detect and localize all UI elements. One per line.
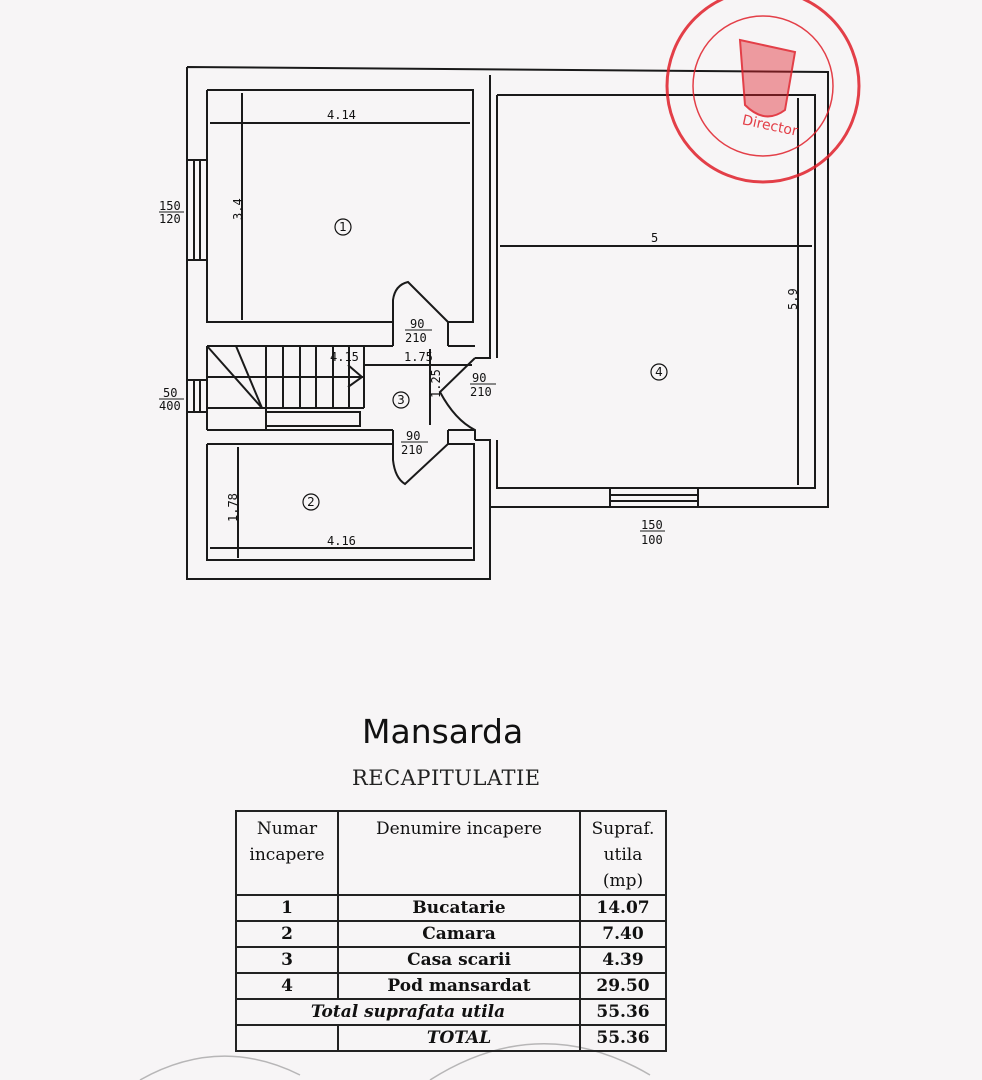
svg-text:100: 100 [641, 533, 663, 547]
cell: 4 [235, 972, 339, 1000]
room-number-2: 2 [302, 493, 320, 511]
svg-text:4: 4 [655, 365, 663, 379]
dim-room4-width: 5 [651, 231, 658, 245]
room-number-3: 3 [392, 391, 410, 409]
table-title: RECAPITULATIE [352, 766, 541, 790]
room-number-4: 4 [650, 363, 668, 381]
cell: Bucatarie [337, 894, 581, 922]
page-heading: Mansarda [362, 712, 524, 751]
svg-text:210: 210 [470, 385, 492, 399]
dim-hall-length: 1.75 [404, 350, 433, 364]
room-4-outline [496, 94, 816, 489]
door-top [392, 280, 449, 346]
header-room-number: Numar incapere [235, 810, 339, 896]
room-number-1: 1 [334, 218, 352, 236]
cell: 14.07 [579, 894, 667, 922]
cell: 7.40 [579, 920, 667, 948]
window-left-stair [186, 379, 208, 413]
header-room-name: Denumire incapere [337, 810, 581, 896]
dim-hall-height: 1.25 [429, 369, 443, 398]
dim-room1-width: 4.14 [327, 108, 356, 122]
cell: 3 [235, 946, 339, 974]
official-stamp: Director [665, 0, 861, 184]
svg-text:90: 90 [472, 371, 486, 385]
door-right [438, 357, 476, 440]
room-1-outline [206, 89, 474, 323]
dim-stair-length: 4.15 [330, 350, 359, 364]
svg-text:50: 50 [163, 386, 177, 400]
svg-text:150: 150 [641, 518, 663, 532]
stairs [206, 345, 365, 430]
total-label: TOTAL [337, 1024, 581, 1052]
cell: 4.39 [579, 946, 667, 974]
inner-wall [475, 75, 491, 507]
svg-text:90: 90 [406, 429, 420, 443]
cell: Casa scarii [337, 946, 581, 974]
coat-of-arms-icon [738, 38, 797, 118]
svg-text:90: 90 [410, 317, 424, 331]
window-room4 [609, 487, 699, 508]
svg-text:210: 210 [405, 331, 427, 345]
total-value: 55.36 [579, 1024, 667, 1052]
door-bottom [392, 430, 449, 486]
svg-text:3: 3 [397, 393, 405, 407]
table-header: Numar incapere Denumire incapere Supraf.… [235, 810, 667, 896]
svg-text:400: 400 [159, 399, 181, 413]
total-useful-label: Total suprafata utila [235, 998, 581, 1026]
total-useful-value: 55.36 [579, 998, 667, 1026]
cell: 29.50 [579, 972, 667, 1000]
room-1-walls [207, 89, 474, 323]
svg-text:210: 210 [401, 443, 423, 457]
empty-cell [235, 1024, 339, 1052]
dim-room2-width: 4.16 [327, 534, 356, 548]
dim-room4-height: 5.9 [786, 288, 800, 310]
window-left-top [186, 159, 208, 261]
svg-text:120: 120 [159, 212, 181, 226]
summary-table: Numar incapere Denumire incapere Supraf.… [235, 810, 667, 1052]
dim-room1-height: 3.4 [231, 198, 245, 220]
svg-text:1: 1 [339, 220, 347, 234]
room-2-outline [206, 443, 475, 561]
header-area: Supraf. utila (mp) [579, 810, 667, 896]
cell: Camara [337, 920, 581, 948]
svg-text:150: 150 [159, 199, 181, 213]
dim-room2-height: 1.78 [226, 493, 240, 522]
cell: Pod mansardat [337, 972, 581, 1000]
cell: 1 [235, 894, 339, 922]
svg-text:2: 2 [307, 495, 315, 509]
cell: 2 [235, 920, 339, 948]
